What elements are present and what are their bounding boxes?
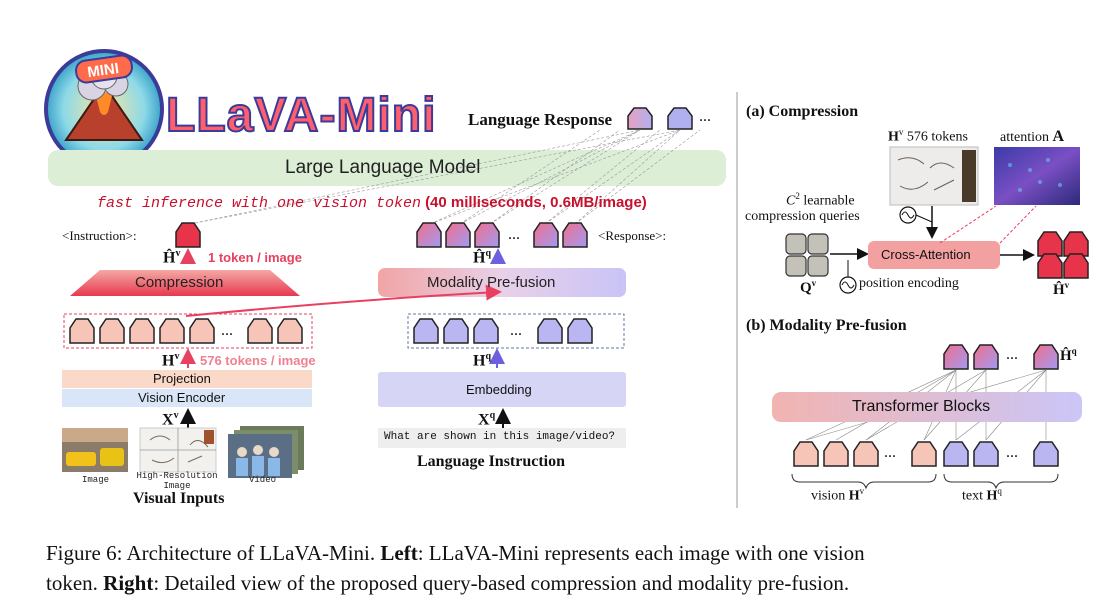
- transformer-blocks: [772, 392, 1082, 422]
- logo-title: LLaVA-Mini: [165, 88, 437, 143]
- response-tokens-top: [627, 107, 693, 130]
- text-tokens-box: [407, 313, 625, 349]
- x-q-label: Xq: [478, 410, 496, 429]
- llm-label: Large Language Model: [285, 157, 481, 178]
- cross-attention-label: Cross-Attention: [881, 247, 971, 262]
- text-brace-label: text Hq: [962, 486, 1002, 504]
- x-v-label: Xv: [162, 410, 179, 429]
- high-resolution-image-thumbnail: [139, 427, 217, 473]
- tokens-576-label: 576 tokens / image: [200, 353, 316, 368]
- instruction-tag: <Instruction>:: [62, 228, 137, 243]
- hv-tokens-label: Hv 576 tokens: [888, 127, 968, 145]
- projection-block: [62, 370, 312, 388]
- fast-inference-italic: fast inference with one vision token: [97, 195, 422, 212]
- vision-encoder-block: [62, 389, 312, 407]
- language-response-label: Language Response: [468, 110, 613, 129]
- compressed-vision-token: [175, 222, 201, 248]
- image-caption: Image: [82, 475, 110, 485]
- c2-learnable-label: C2 learnable: [786, 191, 855, 209]
- compression-section-title: (a) Compression: [746, 103, 859, 120]
- b-output-h-hat-q-label: Ĥq: [1060, 346, 1077, 364]
- text-brace: [943, 473, 1059, 490]
- vision-brace: [791, 473, 937, 490]
- h-hat-q-label: Ĥq: [473, 248, 492, 267]
- llm-to-response-lines: [189, 129, 701, 225]
- response-tag: <Response>:: [598, 228, 667, 243]
- vision-token-ellipsis: ...: [221, 322, 233, 339]
- figure-caption: Figure 6: Architecture of LLaVA-Mini. Le…: [46, 541, 865, 595]
- b-output-ellipsis: ...: [1006, 346, 1018, 363]
- visual-inputs-label: Visual Inputs: [133, 490, 225, 507]
- text-token-ellipsis: ...: [510, 322, 522, 339]
- output-h-hat-v-label: Ĥv: [1053, 280, 1070, 298]
- embedding-block: [378, 372, 626, 407]
- response-ellipsis: ...: [699, 108, 711, 125]
- one-token-label: 1 token / image: [208, 250, 302, 265]
- logo-badge: MINI: [86, 60, 120, 81]
- prefusion-output-tokens: [943, 344, 1059, 370]
- vision-to-prefusion-arrow: [185, 284, 502, 317]
- vision-encoder-label: Vision Encoder: [138, 390, 226, 405]
- b-text-ellipsis: ...: [1006, 444, 1018, 461]
- prefusion-input-text-tokens: [943, 441, 1059, 467]
- attention-label: attention A: [1000, 128, 1065, 145]
- prefused-text-tokens: [416, 222, 588, 248]
- qv-label: Qv: [800, 278, 817, 296]
- h-v-label: Hv: [162, 351, 180, 370]
- video-thumbnail: [228, 426, 304, 478]
- transformer-blocks-label: Transformer Blocks: [852, 398, 991, 415]
- llava-mini-logo: [44, 49, 164, 169]
- image-thumbnail: [62, 428, 128, 472]
- instruction-text: What are shown in this image/video?: [384, 431, 616, 443]
- language-instruction-label: Language Instruction: [417, 453, 566, 470]
- fast-inference-line: fast inference with one vision token (40…: [97, 194, 647, 212]
- compression-label: Compression: [135, 274, 224, 291]
- compression-block: [70, 270, 300, 296]
- instruction-box: [378, 428, 626, 448]
- attention-map: [994, 147, 1080, 205]
- compressed-output-tokens: [1037, 231, 1089, 279]
- attention-link-2: [939, 205, 997, 244]
- hv-image-thumbnail: [889, 146, 979, 206]
- vision-tokens: [69, 318, 303, 344]
- compression-queries-label: compression queries: [745, 209, 860, 224]
- cross-attention-block: [868, 241, 1000, 269]
- attention-highlights: [1008, 158, 1062, 192]
- prefusion-label: Modality Pre-fusion: [427, 274, 556, 291]
- prefused-ellipsis: ...: [508, 226, 520, 243]
- compression-queries-grid: [785, 233, 829, 277]
- position-encoding-label: position encoding: [859, 276, 959, 291]
- prefusion-block: [378, 268, 626, 297]
- embedding-label: Embedding: [466, 382, 532, 397]
- projection-label: Projection: [153, 371, 211, 386]
- high-res-caption: High-Resolution Image: [136, 471, 218, 491]
- h-hat-v-label: Ĥv: [163, 248, 181, 267]
- prefusion-input-vision-tokens: [793, 441, 937, 467]
- h-q-label: Hq: [473, 351, 492, 370]
- text-tokens: [413, 318, 593, 344]
- video-caption: Video: [249, 475, 277, 485]
- fast-inference-bold: (40 milliseconds, 0.6MB/image): [425, 194, 647, 211]
- vision-brace-label: vision Hv: [811, 486, 865, 504]
- prefusion-section-title: (b) Modality Pre-fusion: [746, 317, 907, 334]
- attention-link-1: [999, 205, 1037, 244]
- b-vision-ellipsis: ...: [884, 444, 896, 461]
